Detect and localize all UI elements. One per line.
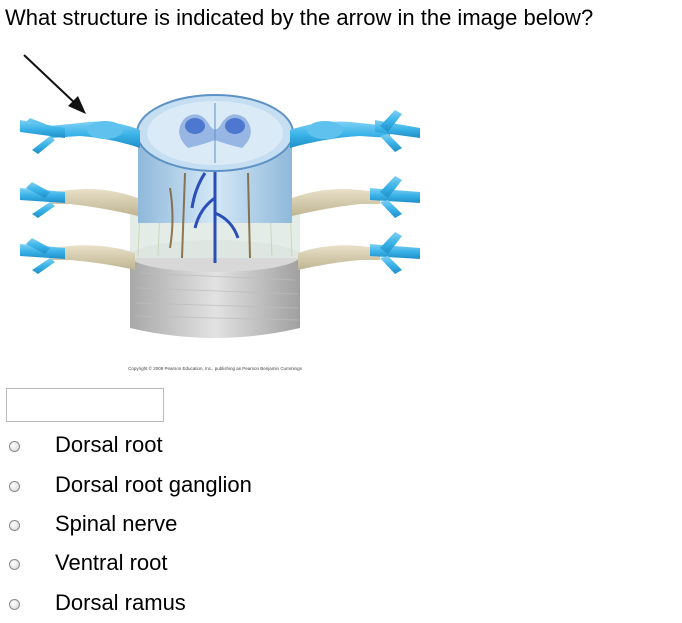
option-label: Spinal nerve [55,511,178,536]
radio-button[interactable] [9,520,20,531]
indicator-arrow [23,54,79,107]
option-dorsal-root[interactable]: Dorsal root [0,425,400,465]
option-spinal-nerve[interactable]: Spinal nerve [0,504,400,544]
option-ventral-root[interactable]: Ventral root [0,543,400,583]
option-label: Dorsal ramus [55,590,186,615]
answer-box[interactable] [6,388,164,422]
option-label: Dorsal root ganglion [55,472,252,497]
answer-input[interactable] [7,389,163,421]
arrowhead [68,96,86,114]
copyright-text: Copyright © 2009 Pearson Education, Inc.… [128,365,302,371]
option-dorsal-root-ganglion[interactable]: Dorsal root ganglion [0,465,400,505]
spinal-cord-illustration: Copyright © 2009 Pearson Education, Inc.… [20,54,420,371]
radio-button[interactable] [9,599,20,610]
option-label: Dorsal root [55,432,163,457]
radio-button[interactable] [9,481,20,492]
option-dorsal-ramus[interactable]: Dorsal ramus [0,583,400,623]
option-label: Ventral root [55,550,168,575]
radio-button[interactable] [9,441,20,452]
question-text: What structure is indicated by the arrow… [5,5,594,30]
spinal-cord-figure: Copyright © 2009 Pearson Education, Inc.… [10,48,430,378]
radio-button[interactable] [9,559,20,570]
